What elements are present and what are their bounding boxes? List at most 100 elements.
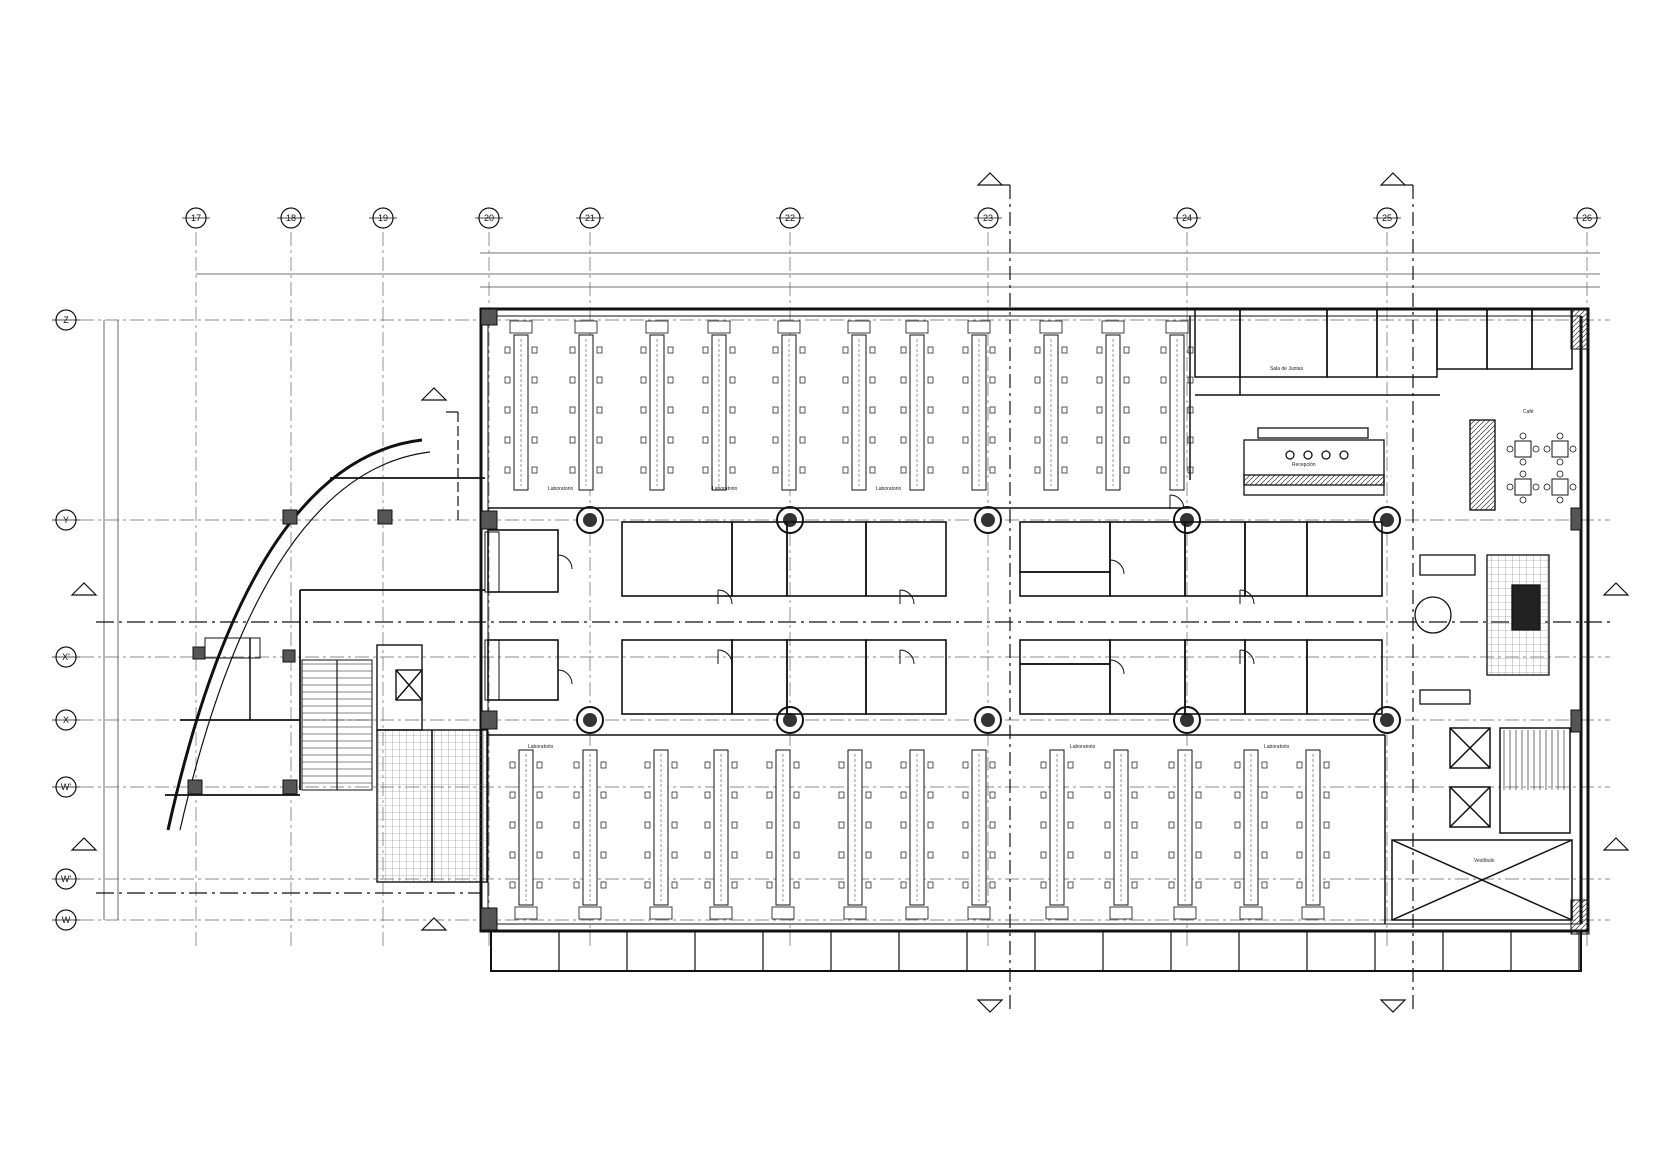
cafe-chair	[1532, 483, 1540, 491]
lab-stool	[1261, 761, 1268, 769]
lab-stool	[927, 761, 934, 769]
lab-stool	[869, 436, 876, 444]
lab-stool	[927, 436, 934, 444]
fume-hood	[645, 320, 669, 334]
lab-stool	[640, 406, 647, 414]
lab-stool	[509, 791, 516, 799]
lab-stool	[640, 376, 647, 384]
cafe-chair	[1506, 445, 1514, 453]
lab-stool	[644, 851, 651, 859]
lab-stool	[838, 881, 845, 889]
lab-stool	[989, 851, 996, 859]
lab-stool	[573, 791, 580, 799]
label-vestibulo: Vestíbulo	[1474, 858, 1495, 864]
lab-stool	[1160, 436, 1167, 444]
lab-stool	[667, 466, 674, 474]
lab-stool	[536, 851, 543, 859]
central-rooms-lower	[487, 639, 1383, 715]
door-swing	[1239, 649, 1255, 665]
lab-stool	[900, 791, 907, 799]
lab-bench	[775, 749, 791, 906]
lab-stool	[927, 406, 934, 414]
lab-stool	[1104, 881, 1111, 889]
lab-stool	[1160, 376, 1167, 384]
lab-bench	[1305, 749, 1321, 906]
lab-stool	[989, 466, 996, 474]
lab-stool	[702, 346, 709, 354]
lab-stool	[671, 791, 678, 799]
lab-bench	[1105, 334, 1121, 491]
fume-hood	[1239, 906, 1263, 920]
lab-stool	[793, 761, 800, 769]
lab-stool	[536, 761, 543, 769]
lab-stool	[1168, 881, 1175, 889]
label-lab-bottom-3: Laboratorio	[1264, 744, 1290, 750]
lab-stool	[702, 436, 709, 444]
fume-hood	[578, 906, 602, 920]
lab-walls	[488, 316, 1386, 924]
door-swing	[1109, 559, 1125, 575]
lab-benches-top	[504, 320, 1194, 491]
lab-stool	[731, 791, 738, 799]
lab-stool	[927, 821, 934, 829]
lab-stool	[509, 821, 516, 829]
label-sala-juntas: Sala de Juntas	[1270, 366, 1304, 372]
lab-stool	[1061, 406, 1068, 414]
lab-stool	[989, 376, 996, 384]
lab-stool	[799, 406, 806, 414]
lab-stool	[1261, 791, 1268, 799]
lab-stool	[793, 821, 800, 829]
stair-left	[301, 659, 373, 791]
round-column-core	[583, 713, 597, 727]
lab-bench	[1113, 749, 1129, 906]
lab-stool	[962, 761, 969, 769]
round-column-core	[783, 513, 797, 527]
fume-hood	[843, 906, 867, 920]
lab-stool	[671, 851, 678, 859]
lab-stool	[644, 791, 651, 799]
round-column-core	[1180, 713, 1194, 727]
lab-stool	[793, 851, 800, 859]
lab-stool	[1234, 821, 1241, 829]
lab-stool	[1104, 851, 1111, 859]
fume-hood	[967, 320, 991, 334]
lab-stool	[1160, 346, 1167, 354]
lab-stool	[1096, 436, 1103, 444]
restroom-core-left	[376, 644, 488, 883]
lab-stool	[869, 406, 876, 414]
lab-stool	[1034, 436, 1041, 444]
lab-stool	[640, 436, 647, 444]
lab-stool	[1104, 761, 1111, 769]
door-swing	[1109, 659, 1125, 675]
lab-stool	[772, 466, 779, 474]
lab-stool	[1261, 821, 1268, 829]
cafe-chair	[1506, 483, 1514, 491]
door-swing	[899, 589, 915, 605]
lab-stool	[927, 466, 934, 474]
lab-stool	[869, 376, 876, 384]
lab-stool	[865, 821, 872, 829]
lab-stool	[704, 791, 711, 799]
lab-stool	[1096, 346, 1103, 354]
lab-stool	[962, 376, 969, 384]
lab-stool	[644, 761, 651, 769]
cafe-chair	[1543, 445, 1551, 453]
lab-stool	[1131, 821, 1138, 829]
lab-stool	[1160, 406, 1167, 414]
cafe-chair	[1556, 458, 1564, 466]
label-lab-top-2: Laboratorio	[712, 486, 738, 492]
lab-stool	[504, 346, 511, 354]
lab-stool	[600, 761, 607, 769]
round-column-core	[1380, 713, 1394, 727]
section-marker-right-1	[1602, 582, 1630, 596]
lab-stool	[799, 346, 806, 354]
lab-stool	[1123, 466, 1130, 474]
lab-stool	[1067, 791, 1074, 799]
lab-stool	[989, 761, 996, 769]
lab-stool	[962, 436, 969, 444]
fume-hood	[649, 906, 673, 920]
lab-stool	[989, 821, 996, 829]
lab-stool	[573, 881, 580, 889]
lab-stool	[1096, 466, 1103, 474]
